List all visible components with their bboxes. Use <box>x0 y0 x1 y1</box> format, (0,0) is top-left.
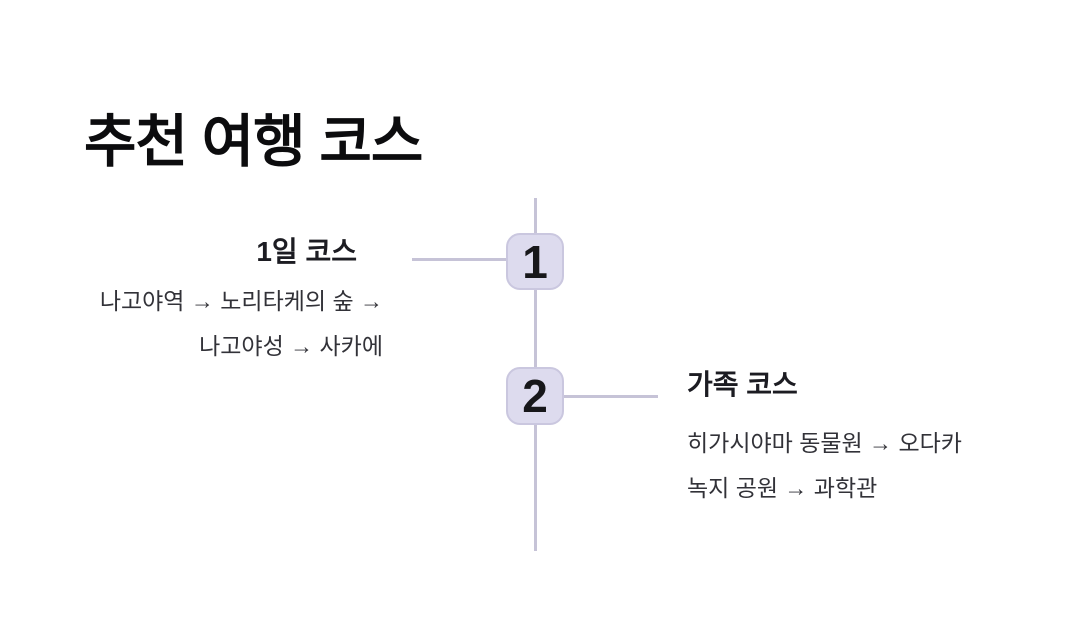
course-1-route-line-1: 나고야역 → 노리타케의 숲 → <box>99 288 383 314</box>
course-2-route: 히가시야마 동물원 → 오다카 녹지 공원 → 과학관 <box>687 421 962 511</box>
course-2-route-line-2: 녹지 공원 → 과학관 <box>687 475 878 501</box>
timeline-connector-item2 <box>564 395 658 398</box>
course-1-title: 1일 코스 <box>256 236 357 267</box>
timeline-connector-item1 <box>412 258 506 261</box>
timeline-node-2: 2 <box>506 367 564 425</box>
course-1-route: 나고야역 → 노리타케의 숲 → 나고야성 → 사카에 <box>33 279 383 369</box>
course-2-route-line-1: 히가시야마 동물원 → 오다카 <box>687 430 962 456</box>
page-title: 추천 여행 코스 <box>84 110 423 175</box>
course-1-route-line-2: 나고야성 → 사카에 <box>199 333 383 359</box>
timeline-node-1-number: 1 <box>522 235 548 288</box>
timeline-node-2-number: 2 <box>522 370 548 422</box>
timeline-node-1: 1 <box>506 233 564 290</box>
course-2-title: 가족 코스 <box>687 369 798 400</box>
